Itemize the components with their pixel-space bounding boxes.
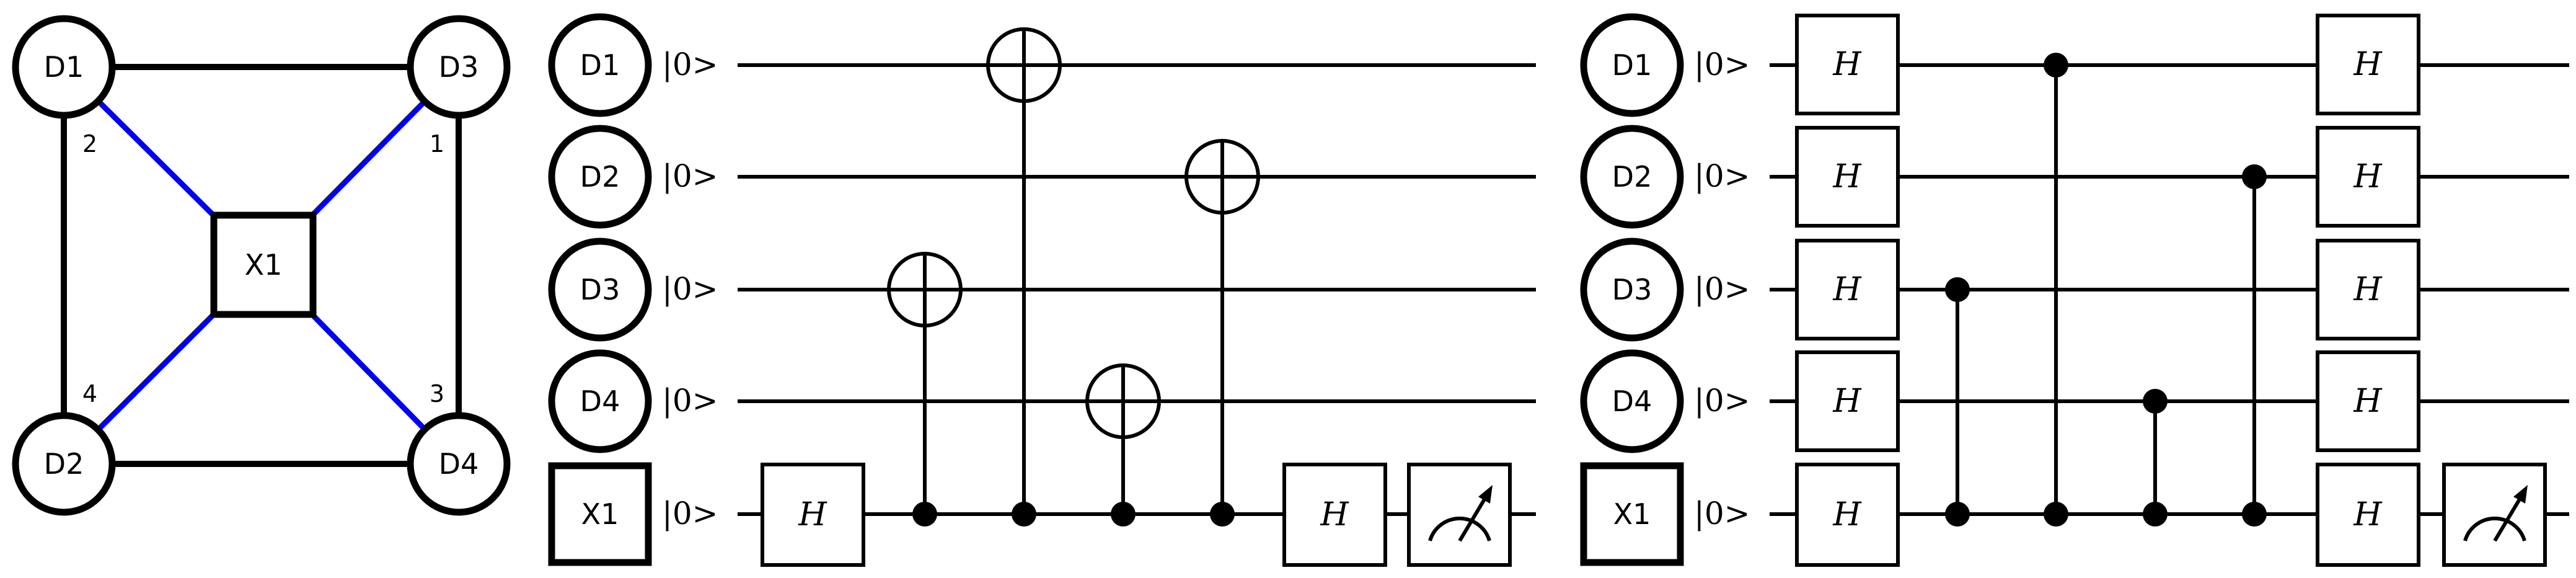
node-d3: D3	[407, 15, 511, 119]
hadamard-gate-d2-end: H	[2316, 126, 2420, 228]
qubit-label-d1: D1	[548, 13, 652, 117]
qubit-label-d4: D4	[548, 349, 652, 453]
hadamard-gate-d2-start: H	[1795, 126, 1900, 228]
cnot-gate-d3	[887, 252, 963, 527]
control-dot	[1945, 277, 1970, 302]
qubit-name-x1: X1	[1613, 497, 1651, 531]
hadamard-gate-d3-end: H	[2316, 239, 2420, 340]
cz-circuit: D1 D2 D3 D4 X1 |0> |0> |0> |0> |0> H	[1580, 13, 2569, 567]
qubit-name-x1: X1	[581, 497, 619, 531]
hadamard-gate-d4-end: H	[2316, 350, 2420, 452]
meter-icon	[1407, 463, 1512, 567]
control-dot	[1111, 502, 1136, 527]
control-dot	[2143, 389, 2168, 414]
node-d4: D4	[407, 412, 511, 516]
initial-state-d2: |0>	[662, 158, 718, 194]
node-d3-label: D3	[439, 50, 479, 84]
qubit-label-d2: D2	[1580, 125, 1684, 229]
qubit-name-d4: D4	[580, 385, 620, 418]
control-dot	[2044, 502, 2068, 527]
control-dot	[1012, 502, 1036, 527]
hadamard-gate-start: H	[761, 463, 865, 567]
initial-state-x1: |0>	[1694, 496, 1750, 531]
qubit-name-d1: D1	[580, 48, 620, 82]
hadamard-gate-x1-end: H	[2316, 463, 2420, 567]
hadamard-label: H	[1832, 158, 1862, 195]
cnot-circuit: D1 D2 D3 D4 X1 |0> |0> |0> |0> |0> H	[548, 13, 1536, 567]
node-x1: X1	[210, 211, 317, 318]
control-dot	[2044, 53, 2068, 78]
hadamard-label: H	[2353, 496, 2383, 533]
edge-label-d3: 1	[430, 130, 444, 158]
control-dot	[2143, 502, 2168, 527]
hadamard-label: H	[2353, 383, 2383, 420]
hadamard-gate-end-label: H	[1320, 496, 1349, 533]
qubit-label-d2: D2	[548, 125, 652, 229]
hadamard-gate-d1-end: H	[2316, 14, 2420, 115]
hadamard-label: H	[1832, 383, 1862, 420]
initial-state-d4: |0>	[1694, 383, 1750, 419]
initial-state-d3: |0>	[1694, 271, 1750, 307]
initial-state-d3: |0>	[662, 271, 718, 307]
edge-label-d2: 4	[82, 380, 97, 407]
hadamard-gate-end: H	[1282, 463, 1387, 567]
hadamard-gate-x1-start: H	[1795, 463, 1900, 567]
hadamard-label: H	[1832, 46, 1862, 83]
hadamard-label: H	[1832, 496, 1862, 533]
qubit-label-d4: D4	[1580, 349, 1684, 453]
hadamard-label: H	[2353, 271, 2383, 308]
cnot-gate-d4	[1085, 363, 1161, 527]
qubit-name-d4: D4	[1612, 385, 1652, 418]
cz-gate-d4	[2143, 389, 2168, 527]
control-dot	[2242, 164, 2267, 189]
meter-icon	[2442, 463, 2547, 567]
cnot-gate-d1	[986, 27, 1062, 527]
qubit-label-d3: D3	[548, 238, 652, 342]
control-dot	[1210, 502, 1235, 527]
cz-gate-d2	[2242, 164, 2267, 527]
control-dot	[1945, 502, 1970, 527]
hadamard-label: H	[2353, 46, 2383, 83]
initial-state-d1: |0>	[1694, 47, 1750, 82]
hadamard-gate-start-label: H	[798, 496, 827, 533]
hadamard-gate-d4-start: H	[1795, 350, 1900, 452]
cz-gate-d1	[2044, 53, 2068, 527]
node-d4-label: D4	[439, 447, 479, 481]
hadamard-label: H	[1832, 271, 1862, 308]
control-dot	[912, 502, 937, 527]
qubit-name-d2: D2	[580, 160, 620, 193]
cz-gate-d3	[1945, 277, 1970, 527]
hadamard-label: H	[2353, 158, 2383, 195]
edge-label-d1: 2	[82, 130, 97, 158]
control-dot	[2242, 502, 2267, 527]
node-d1-label: D1	[44, 50, 84, 84]
node-d2: D2	[12, 412, 116, 516]
edge-label-d4: 3	[430, 380, 444, 407]
node-x1-label: X1	[245, 248, 283, 282]
connectivity-graph: 2 1 3 4 D1 D3 D2 D4 X1	[12, 15, 511, 516]
qubit-name-d3: D3	[580, 273, 620, 306]
hadamard-gate-d3-start: H	[1795, 239, 1900, 340]
cnot-gate-d2	[1184, 139, 1260, 527]
initial-state-x1: |0>	[662, 496, 718, 531]
initial-state-d2: |0>	[1694, 158, 1750, 194]
qubit-label-x1: X1	[548, 462, 652, 566]
node-d1: D1	[12, 15, 116, 119]
qubit-name-d3: D3	[1612, 273, 1652, 306]
qubit-label-x1: X1	[1580, 462, 1684, 566]
qubit-label-d3: D3	[1580, 238, 1684, 342]
qubit-label-d1: D1	[1580, 13, 1684, 117]
qubit-name-d1: D1	[1612, 48, 1652, 82]
initial-state-d1: |0>	[662, 47, 718, 82]
hadamard-gate-d1-start: H	[1795, 14, 1900, 115]
qubit-name-d2: D2	[1612, 160, 1652, 193]
node-d2-label: D2	[44, 447, 84, 481]
initial-state-d4: |0>	[662, 383, 718, 419]
